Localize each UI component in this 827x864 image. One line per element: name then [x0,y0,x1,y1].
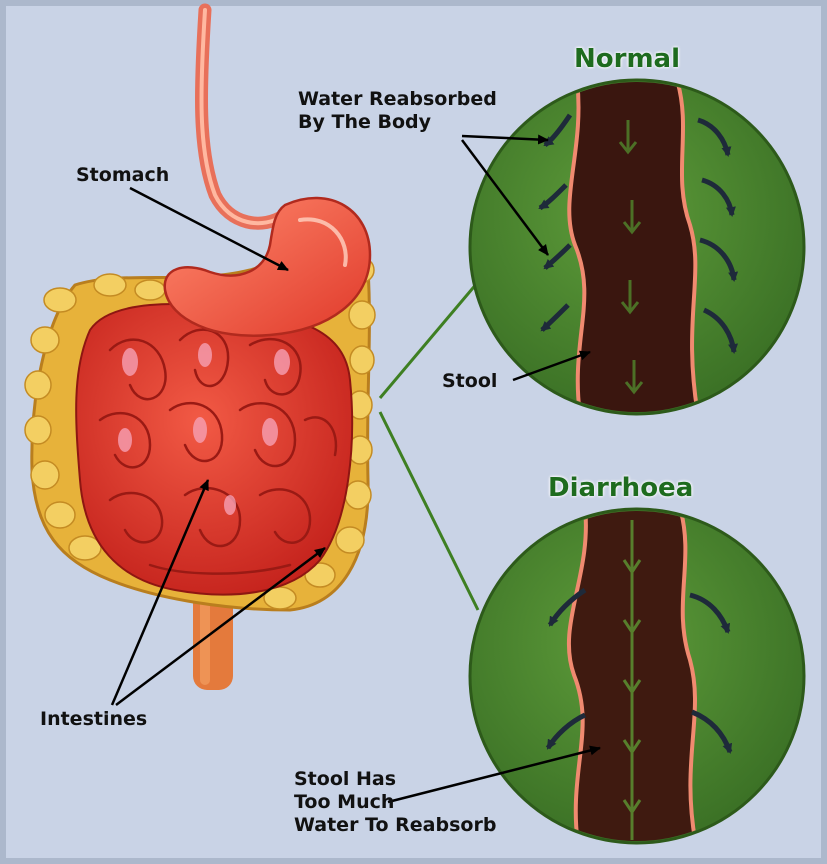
label-intestines: Intestines [40,708,147,731]
label-water-reabsorbed: Water Reabsorbed By The Body [298,88,497,134]
colon-section-diarrhoea [470,508,804,845]
title-diarrhoea: Diarrhoea [548,473,693,503]
colon-section-normal [470,80,804,415]
label-stool-water-line2: Too Much [294,791,496,814]
label-stomach: Stomach [76,164,169,187]
title-normal: Normal [574,44,680,74]
label-water-reabsorbed-line2: By The Body [298,111,497,134]
label-stool-water-line1: Stool Has [294,768,496,791]
label-stool-water-line3: Water To Reabsorb [294,814,496,837]
label-stool-too-much-water: Stool Has Too Much Water To Reabsorb [294,768,496,836]
label-water-reabsorbed-line1: Water Reabsorbed [298,88,497,111]
small-intestine [76,304,352,595]
label-stool: Stool [442,370,497,393]
